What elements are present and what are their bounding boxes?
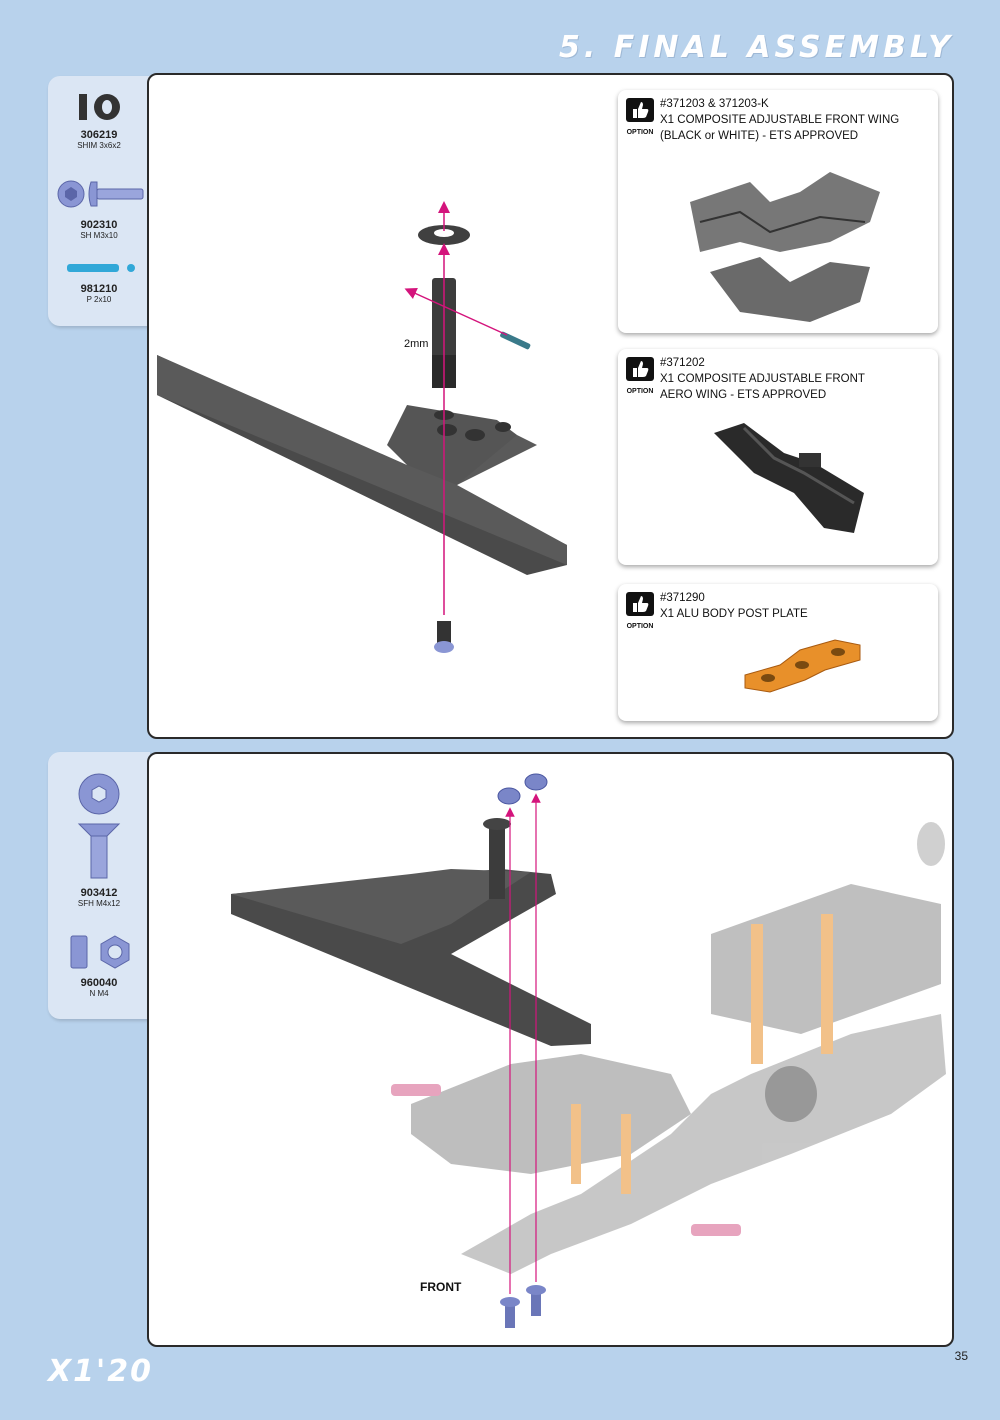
option-line: X1 ALU BODY POST PLATE xyxy=(660,608,808,620)
option-line: AERO WING - ETS APPROVED xyxy=(660,389,827,401)
part-shim: 306219 SHIM 3x6x2 xyxy=(48,88,150,150)
part-nut: 960040 N M4 xyxy=(48,932,150,998)
option-body-post-plate: OPTION #371290 X1 ALU BODY POST PLATE xyxy=(618,584,938,721)
composite-front-wing-image xyxy=(690,172,880,322)
screw-icon xyxy=(57,180,144,208)
option-line: (BLACK or WHITE) - ETS APPROVED xyxy=(660,130,859,142)
shim-icon xyxy=(79,94,120,120)
part-pin: 981210 P 2x10 xyxy=(48,258,150,304)
option-badge: OPTION xyxy=(626,592,654,630)
assembly-panel-bottom xyxy=(147,752,954,1347)
pin-icon xyxy=(67,264,135,272)
flat-head-screw-icon xyxy=(77,773,121,879)
page-number: 35 xyxy=(954,1349,968,1363)
section-title: 5. FINAL ASSEMBLY xyxy=(559,30,954,65)
part-screw: 902310 SH M3x10 xyxy=(48,174,150,240)
parts-list-top: 306219 SHIM 3x6x2 902310 SH M3x10 981210… xyxy=(48,76,150,326)
option-aero-wing: OPTION #371202 X1 COMPOSITE ADJUSTABLE F… xyxy=(618,349,938,565)
aero-wing-image xyxy=(714,423,864,533)
alu-body-post-plate-image xyxy=(744,639,861,693)
option-line: X1 COMPOSITE ADJUSTABLE FRONT WING xyxy=(660,114,900,126)
thumbs-up-icon xyxy=(626,357,654,381)
parts-list-bottom: 903412 SFH M4x12 960040 N M4 xyxy=(48,752,150,1019)
part-flat-head-screw: 903412 SFH M4x12 xyxy=(48,772,150,908)
spacer-label: 2mm xyxy=(404,338,429,350)
body-post-mount-diagram xyxy=(157,201,567,653)
chassis-assembly-diagram xyxy=(231,773,946,1328)
front-label: FRONT xyxy=(420,1280,462,1294)
option-badge: OPTION xyxy=(626,357,654,395)
nut-icon xyxy=(70,935,130,969)
option-front-wing: OPTION #371203 & 371203-K X1 COMPOSITE A… xyxy=(618,90,938,333)
option-line: #371202 xyxy=(660,357,705,369)
option-line: #371203 & 371203-K xyxy=(660,98,769,110)
thumbs-up-icon xyxy=(626,98,654,122)
option-badge: OPTION xyxy=(626,98,654,136)
thumbs-up-icon xyxy=(626,592,654,616)
option-line: X1 COMPOSITE ADJUSTABLE FRONT xyxy=(660,373,865,385)
option-line: #371290 xyxy=(660,592,705,604)
brand-logo: X1'20 xyxy=(48,1354,153,1389)
